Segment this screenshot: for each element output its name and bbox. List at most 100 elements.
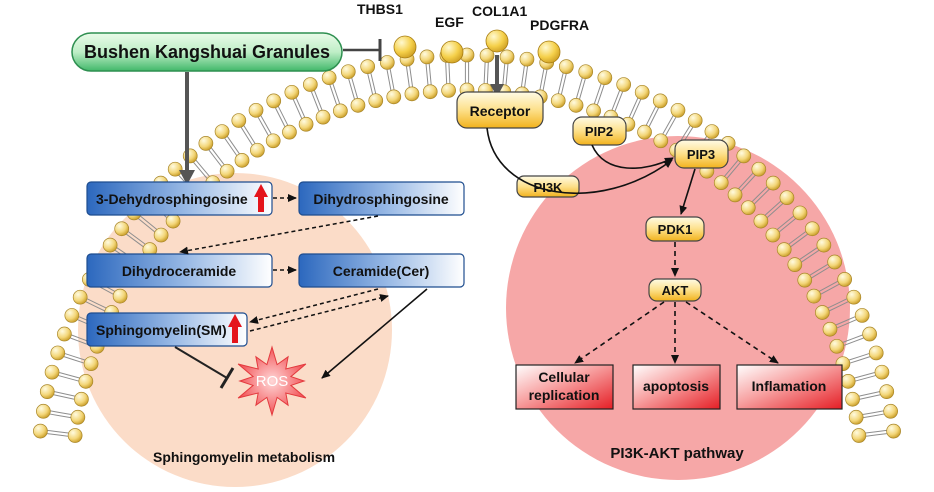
lipid-tail	[842, 334, 864, 346]
lipid-head	[687, 113, 703, 128]
apoptosis-label: apoptosis	[643, 378, 709, 394]
lipid-head	[653, 133, 669, 149]
lipid-head	[670, 102, 686, 118]
lipid-head	[616, 77, 632, 92]
lipid-head	[779, 190, 795, 206]
lipid-head	[776, 242, 792, 257]
sphingomyelin-node	[86, 312, 248, 347]
inflamation-box	[736, 364, 843, 410]
sm-inhibit-ros-bar	[219, 367, 235, 389]
lipid-tail	[208, 147, 225, 167]
ligand-pdgfra	[537, 40, 561, 64]
sphingomyelin-label: Sphingomyelin(SM)	[96, 322, 227, 338]
pip2-node	[572, 116, 627, 146]
lipid-tail	[611, 90, 624, 112]
lipid-head	[441, 83, 456, 98]
ligand-col1a1-label: COL1A1	[472, 3, 527, 19]
akt-node	[648, 278, 702, 302]
sm-up-arrow	[232, 326, 238, 343]
lipid-head	[765, 175, 781, 191]
lipid-head	[846, 289, 862, 305]
lipid-head	[44, 364, 60, 380]
lipid-tail	[257, 115, 272, 136]
lipid-head	[302, 77, 318, 92]
lipid-head	[740, 200, 756, 216]
ligand-thbs1-label: THBS1	[357, 1, 403, 17]
lipid-head	[519, 51, 535, 67]
lipid-tail	[738, 172, 756, 192]
lipid-head	[321, 70, 337, 86]
lipid-tail	[85, 298, 107, 312]
pip3-to-pdk1-arrow	[679, 168, 696, 215]
lipid-head	[727, 187, 743, 203]
lipid-head	[550, 93, 566, 109]
lipid-tail	[425, 63, 432, 85]
ligand-thbs1	[393, 35, 417, 59]
dihydrosphingosine-node	[298, 181, 465, 216]
lipid-tail	[47, 429, 69, 437]
sm-inhibit-ros-line	[174, 346, 228, 379]
lipid-head	[368, 93, 384, 109]
lipid-head	[386, 89, 402, 105]
lipid-tail	[49, 410, 72, 419]
lipid-head	[558, 59, 574, 74]
lipid-head	[827, 254, 843, 270]
lipid-tail	[114, 247, 135, 263]
drug-arrow-head	[179, 170, 195, 185]
lipid-tail	[662, 115, 677, 136]
lipid-head	[36, 403, 51, 419]
lipid-head	[765, 227, 781, 243]
lipid-tail	[751, 186, 770, 205]
drug-box	[71, 32, 343, 72]
receptor-to-pip3-curve	[486, 127, 673, 195]
lipid-tail	[645, 106, 660, 127]
lipid-head	[360, 59, 376, 74]
lipid-head	[829, 338, 845, 354]
lipid-tail	[70, 334, 92, 346]
lipid-head	[78, 373, 94, 389]
pip2-to-pip3-curve	[591, 144, 674, 170]
lipid-head	[265, 133, 281, 149]
lipid-tail	[53, 391, 76, 400]
lipid-head	[234, 152, 250, 168]
lipid-head	[248, 102, 264, 118]
lipid-head	[854, 308, 870, 323]
lipid-tail	[827, 298, 849, 312]
sphingomyelin-title: Sphingomyelin metabolism	[153, 449, 335, 465]
lipid-tail	[557, 72, 567, 95]
lipid-head	[822, 321, 838, 337]
akt-to-inflamation-arrow	[685, 301, 779, 364]
lipid-head	[874, 364, 890, 380]
lipid-head	[797, 272, 813, 288]
lipid-tail	[464, 62, 470, 83]
drug-label: Bushen Kangshuai Granules	[84, 42, 330, 62]
lipid-head	[479, 48, 495, 63]
lipid-head	[298, 116, 314, 132]
lipid-tail	[329, 83, 341, 105]
lipid-head	[837, 272, 852, 287]
pdk1-label: PDK1	[658, 222, 693, 237]
apoptosis-box	[632, 364, 721, 410]
lipid-head	[840, 373, 856, 389]
lipid-head	[57, 326, 72, 342]
dehydrosphingosine-node	[86, 181, 273, 216]
lipid-tail	[63, 353, 86, 364]
ligand-egf	[440, 40, 464, 64]
lipid-head	[70, 409, 86, 425]
ceramide-label: Ceramide(Cer)	[333, 263, 429, 279]
lipid-head	[736, 148, 752, 164]
lipid-tail	[483, 62, 489, 84]
lipid-tail	[274, 106, 289, 127]
lipid-head	[340, 64, 356, 80]
pip2-label: PIP2	[585, 124, 613, 139]
lipid-head	[250, 142, 265, 158]
lipid-head	[198, 136, 214, 151]
lipid-head	[114, 221, 130, 237]
lipid-head	[67, 428, 83, 443]
lipid-head	[83, 356, 99, 372]
sm-up-arrow-head	[228, 314, 242, 327]
lipid-tail	[58, 371, 80, 382]
lipid-head	[862, 326, 877, 342]
